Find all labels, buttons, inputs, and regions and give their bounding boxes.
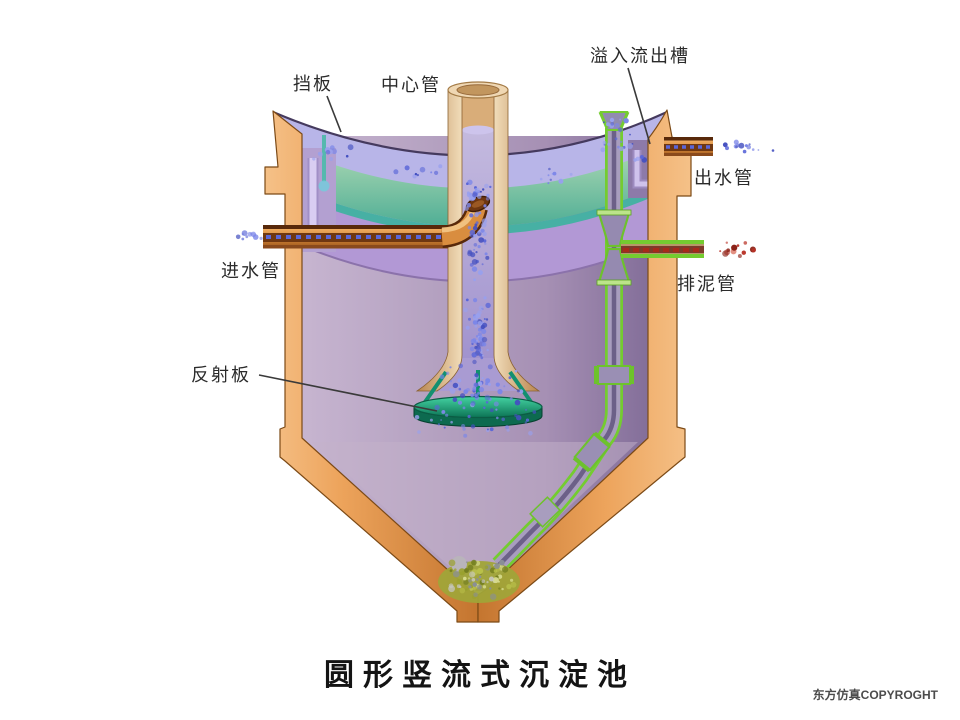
labels: 挡板 中心管 溢入流出槽 出水管 进水管 排泥管 反射板 (191, 46, 754, 412)
label-sludge-pipe: 排泥管 (677, 274, 737, 294)
outlet-pipe (664, 137, 713, 156)
riser-union-vertical (594, 365, 634, 385)
tank-outer-wall (264, 109, 692, 623)
copyright-text: 东方仿真COPYROGHT (812, 688, 938, 702)
wall-right (477, 109, 692, 623)
particle-speckles (235, 117, 775, 600)
sludge-deposit (438, 556, 520, 603)
right-trough-pocket (628, 140, 652, 198)
pointer-line-overflow (627, 67, 651, 145)
center-pipe-waterline (462, 125, 494, 135)
label-reflector-plate: 反射板 (191, 365, 251, 385)
baffle (318, 135, 330, 192)
label-inlet-pipe: 进水管 (221, 261, 281, 281)
riser-union-diagonal (572, 431, 612, 473)
riser-venturi (596, 209, 632, 286)
label-outlet-pipe: 出水管 (694, 168, 754, 188)
water-surface (273, 113, 667, 190)
center-pipe-wall-left (415, 89, 463, 392)
pointer-line-baffle (326, 95, 342, 133)
label-center-pipe: 中心管 (381, 75, 441, 95)
reflector-plate (413, 370, 543, 427)
riser-union-lower (529, 496, 561, 528)
label-overflow-channel: 溢入流出槽 (590, 46, 690, 66)
center-pipe-top-opening (456, 84, 500, 96)
wall-left (264, 110, 479, 623)
sludge-discharge-pipe (621, 240, 704, 258)
hopper-face-highlight (312, 442, 638, 587)
sludge-riser-pipe (492, 111, 634, 572)
trough-edge-band (300, 190, 650, 236)
pointer-line-reflector (258, 374, 438, 412)
label-baffle: 挡板 (293, 74, 333, 94)
diagram-title: 圆形竖流式沉淀池 (324, 659, 636, 692)
